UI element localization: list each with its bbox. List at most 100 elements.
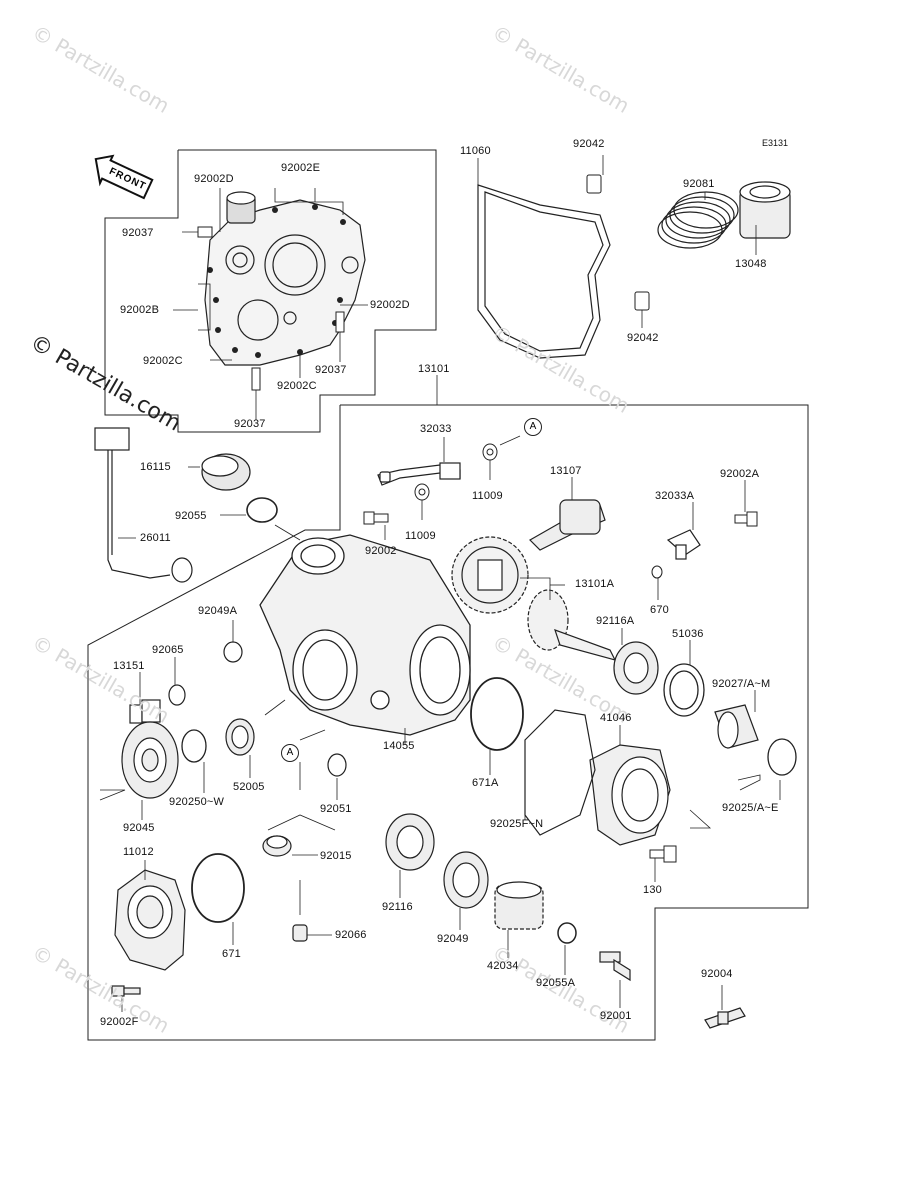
part-26011: 26011 [140,532,171,544]
front-arrow-icon [94,154,154,200]
part-32033A: 32033A [655,490,695,502]
part-42034: 42034 [487,960,519,972]
bearing-92045 [121,721,179,799]
part-92065: 92065 [152,644,184,656]
part-92051: 92051 [320,803,352,815]
part-13048: 13048 [735,258,767,270]
part-92116A: 92116A [596,615,635,627]
part-92002C-mid: 92002C [277,380,317,392]
housing-14055 [259,534,471,736]
gear-case-cover [204,191,366,366]
part-671A: 671A [472,777,499,789]
pin-92066 [292,924,308,942]
part-92081: 92081 [683,178,715,190]
gear-13101A-leader [520,577,551,600]
part-51036: 51036 [672,628,704,640]
washer-leaders [421,435,521,520]
part-92049A: 92049A [198,605,238,617]
part-92002E: 92002E [281,162,321,174]
bolt-130 [649,845,677,863]
shim-ring-leader [737,774,761,791]
cover-11012 [114,869,186,971]
cap-16115 [201,453,251,491]
part-92002C-left: 92002C [143,355,183,367]
seal-52005 [225,718,255,756]
washer-92051 [327,753,347,777]
diagram-code: E3131 [762,138,789,148]
bearing-92045-leader [99,789,126,801]
stud-92004 [704,1007,746,1029]
leader-92055-b [274,524,301,541]
part-16115: 16115 [140,461,171,473]
part-11012: 11012 [123,846,154,858]
dowel-92042 [586,174,650,311]
part-670: 670 [650,604,669,616]
part-92002: 92002 [365,545,397,557]
seal-51036 [663,663,705,717]
gasket-11060 [477,184,611,359]
shaft-13107 [529,499,606,551]
ref-a-mid: A [281,744,299,762]
part-130: 130 [643,884,662,896]
bolt-92001 [599,951,631,982]
washer-11009 [414,443,498,501]
housing-callout-box [87,404,809,1041]
spring-92081 [657,191,739,249]
oring-92055 [246,497,278,523]
bolt-92002 [363,511,389,525]
washer-92065 [168,684,186,706]
part-92025F: 92025F~N [490,818,544,830]
oring-671A [470,677,524,751]
shim-92027 [714,704,759,749]
dowel-leaders [602,155,643,328]
part-13151: 13151 [113,660,145,672]
part-92025A: 92025/A~E [722,802,779,814]
cover-bolts [207,204,346,358]
part-92002F: 92002F [100,1016,139,1028]
bearing-92116A [613,641,659,695]
cover-callout-box [104,149,437,433]
part-92002B: 92002B [120,304,160,316]
part-11009-a: 11009 [472,490,503,502]
shim-ring-92025A [767,738,797,776]
sensor-harness-26011 [94,427,193,583]
part-92037-top: 92037 [122,227,154,239]
part-92004: 92004 [701,968,733,980]
part-92116: 92116 [382,901,413,913]
part-92066: 92066 [335,929,367,941]
part-92055A: 92055A [536,977,576,989]
part-92049: 92049 [437,933,469,945]
part-92045: 92045 [123,822,155,834]
part-92027: 92027/A~M [712,678,771,690]
seal-52005-leader-2 [264,699,286,716]
part-92037-mid: 92037 [315,364,347,376]
gear-13048 [739,181,791,239]
housing-41046-leader-2 [689,809,712,829]
part-92002D-top: 92002D [194,173,234,185]
part-92037-bottom: 92037 [234,418,266,430]
gear-13101A [451,536,617,661]
part-920250: 920250~W [169,796,225,808]
plug-92015-leader-2 [267,814,336,831]
part-92015: 92015 [320,850,352,862]
shim-920250 [181,729,207,763]
part-92002D-right: 92002D [370,299,410,311]
part-14055: 14055 [383,740,415,752]
part-92042-bottom: 92042 [627,332,659,344]
part-92055: 92055 [175,510,207,522]
cover-dowels [197,226,345,391]
housing-41046 [589,744,671,846]
clamp-32033 [377,462,461,486]
bearing-92116 [385,813,435,871]
part-671: 671 [222,948,241,960]
ref-a-top: A [524,418,542,436]
part-13107: 13107 [550,465,582,477]
part-11009-b: 11009 [405,530,436,542]
bolt-92002F [111,985,141,997]
part-13101A: 13101A [575,578,615,590]
gear-42034 [494,881,544,930]
part-11060: 11060 [460,145,491,157]
part-13101: 13101 [418,363,450,375]
part-92002A: 92002A [720,468,760,480]
